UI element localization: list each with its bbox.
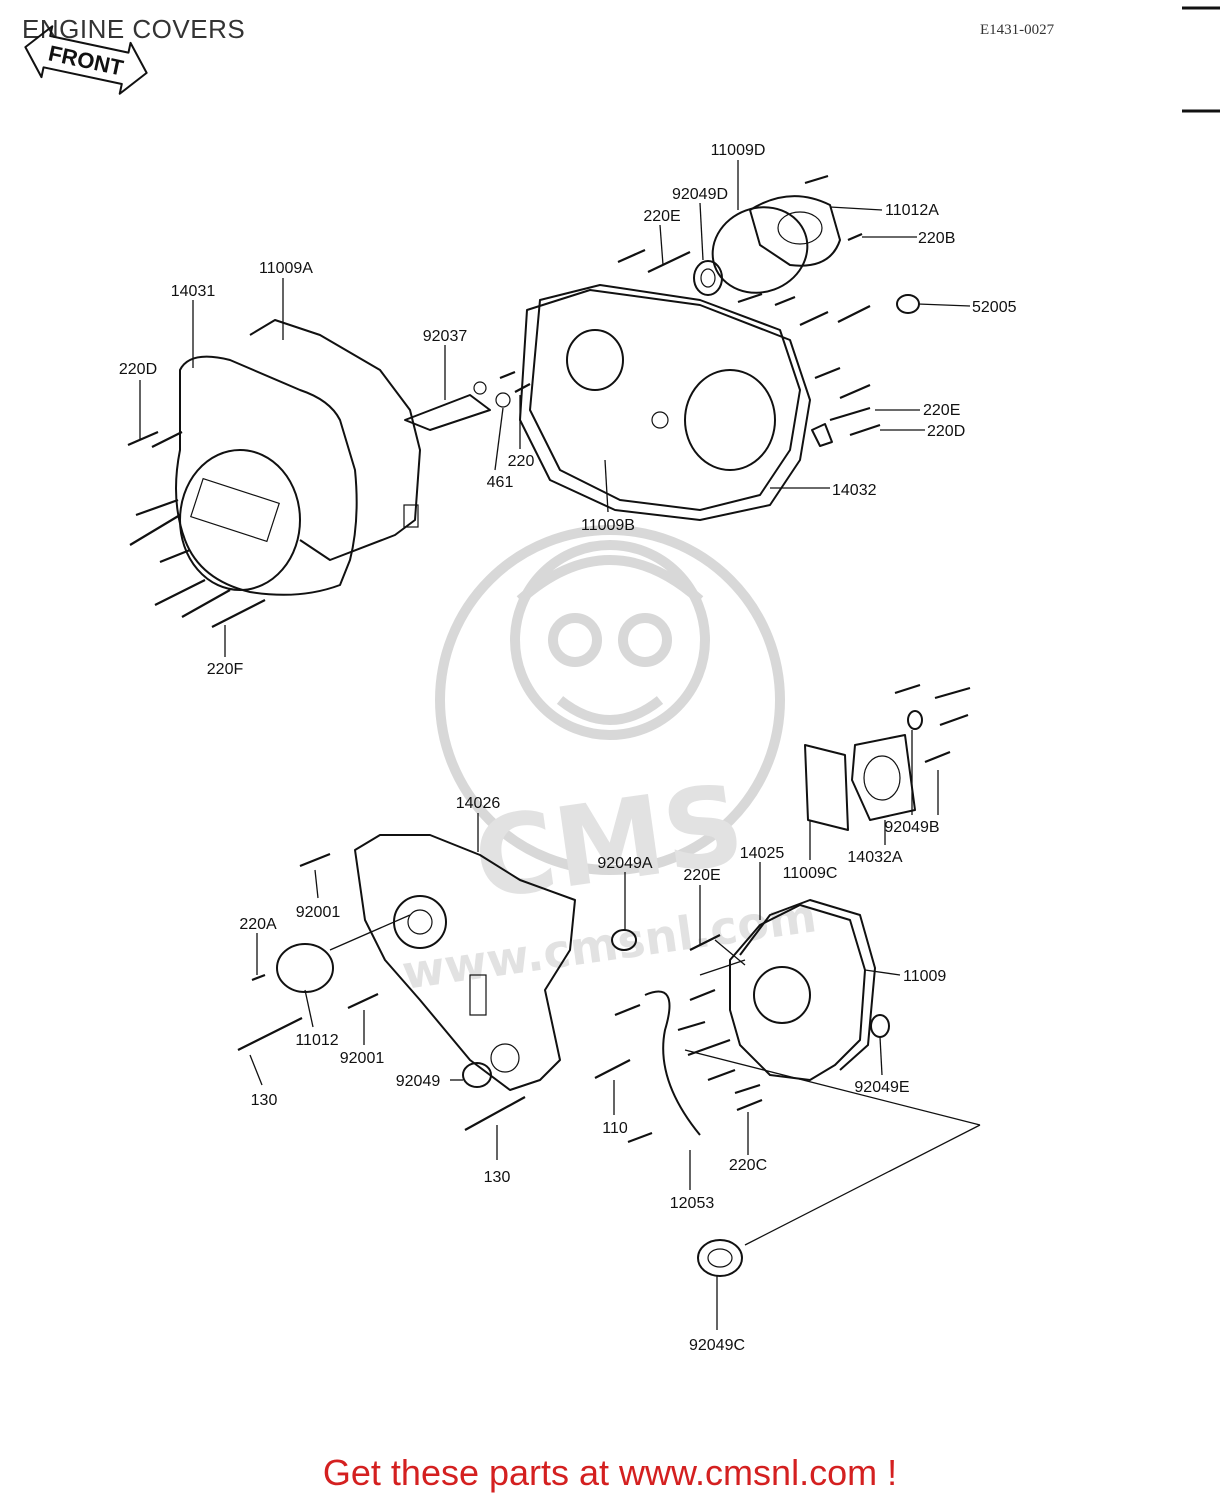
callout-11009C: 11009C [783,865,838,882]
gasket-11009A [249,319,421,561]
callout-11009: 11009 [903,968,946,985]
callout-220E-mid: 220E [683,867,720,884]
callout-92049E: 92049E [854,1079,909,1096]
callout-130-bottom: 130 [484,1169,511,1186]
generator-cover-14031 [175,355,358,596]
front-arrow-label: FRONT [46,40,126,80]
watermark-logo-text: CMS [467,760,752,924]
bolts-clutch-cover [617,174,881,447]
callout-220C: 220C [729,1157,767,1174]
guide-12053 [644,990,701,1136]
reference-lines [684,939,981,1246]
clutch-cover-14032 [529,284,801,511]
gasket-11009B [519,289,811,521]
callout-220B: 220B [918,230,955,247]
callout-92037: 92037 [423,328,468,345]
callout-14032: 14032 [832,482,877,499]
callout-92049: 92049 [396,1073,441,1090]
document-id: E1431-0027 [980,22,1055,38]
callout-130-left: 130 [251,1092,278,1109]
callout-220F: 220F [207,661,244,678]
bolts-lower-right [594,683,971,1144]
front-arrow-icon: FRONT [24,25,148,95]
cover-14025 [729,904,866,1081]
oil-seal-92049A [611,929,637,951]
footer-link-text[interactable]: Get these parts at www.cmsnl.com ! [322,1452,898,1493]
oil-seal-92049E [870,1014,890,1038]
callout-11012: 11012 [295,1032,338,1049]
callout-92049C: 92049C [689,1337,745,1354]
callout-14026: 14026 [456,795,501,812]
bolts-lower-left [237,852,526,1131]
page-title: ENGINE COVERS [22,14,246,44]
callout-11009B: 11009B [581,517,635,534]
plug-52005 [896,294,920,314]
callout-14031: 14031 [171,283,216,300]
callout-461: 461 [487,474,514,491]
leader-lines [139,160,971,1330]
callout-11009A: 11009A [259,260,313,277]
oil-seal-92049C [697,1239,743,1277]
callout-14025: 14025 [740,845,785,862]
callout-92001-top: 92001 [296,904,341,921]
cover-14032A [851,734,916,821]
callout-92001-bottom: 92001 [340,1050,385,1067]
bolts-220F [127,430,266,628]
callout-110: 110 [602,1120,628,1137]
callout-52005: 52005 [972,299,1017,316]
breather-92037 [404,394,491,431]
callout-220E-right: 220E [923,402,960,419]
oil-seal-92049D [693,260,723,296]
inspection-cap-11012A [749,195,841,267]
callout-12053: 12053 [670,1195,715,1212]
callout-14032A: 14032A [847,849,902,866]
callout-11012A: 11012A [885,202,939,219]
callout-11009D: 11009D [711,142,766,159]
callout-220E-top: 220E [643,208,680,225]
callout-220D-left: 220D [119,361,157,378]
gasket-11009D [711,206,809,294]
callout-92049A: 92049A [597,855,652,872]
callout-92049D: 92049D [672,186,728,203]
gasket-11009 [739,899,876,1071]
cap-11012 [276,914,411,993]
gasket-11009C [804,744,849,831]
callout-220D-right: 220D [927,423,965,440]
callout-220: 220 [508,453,535,470]
callout-92049B: 92049B [884,819,939,836]
callout-220A: 220A [239,916,277,933]
callout-labels: 11009D 92049D 11012A 220E 220B 52005 110… [119,142,1017,1354]
